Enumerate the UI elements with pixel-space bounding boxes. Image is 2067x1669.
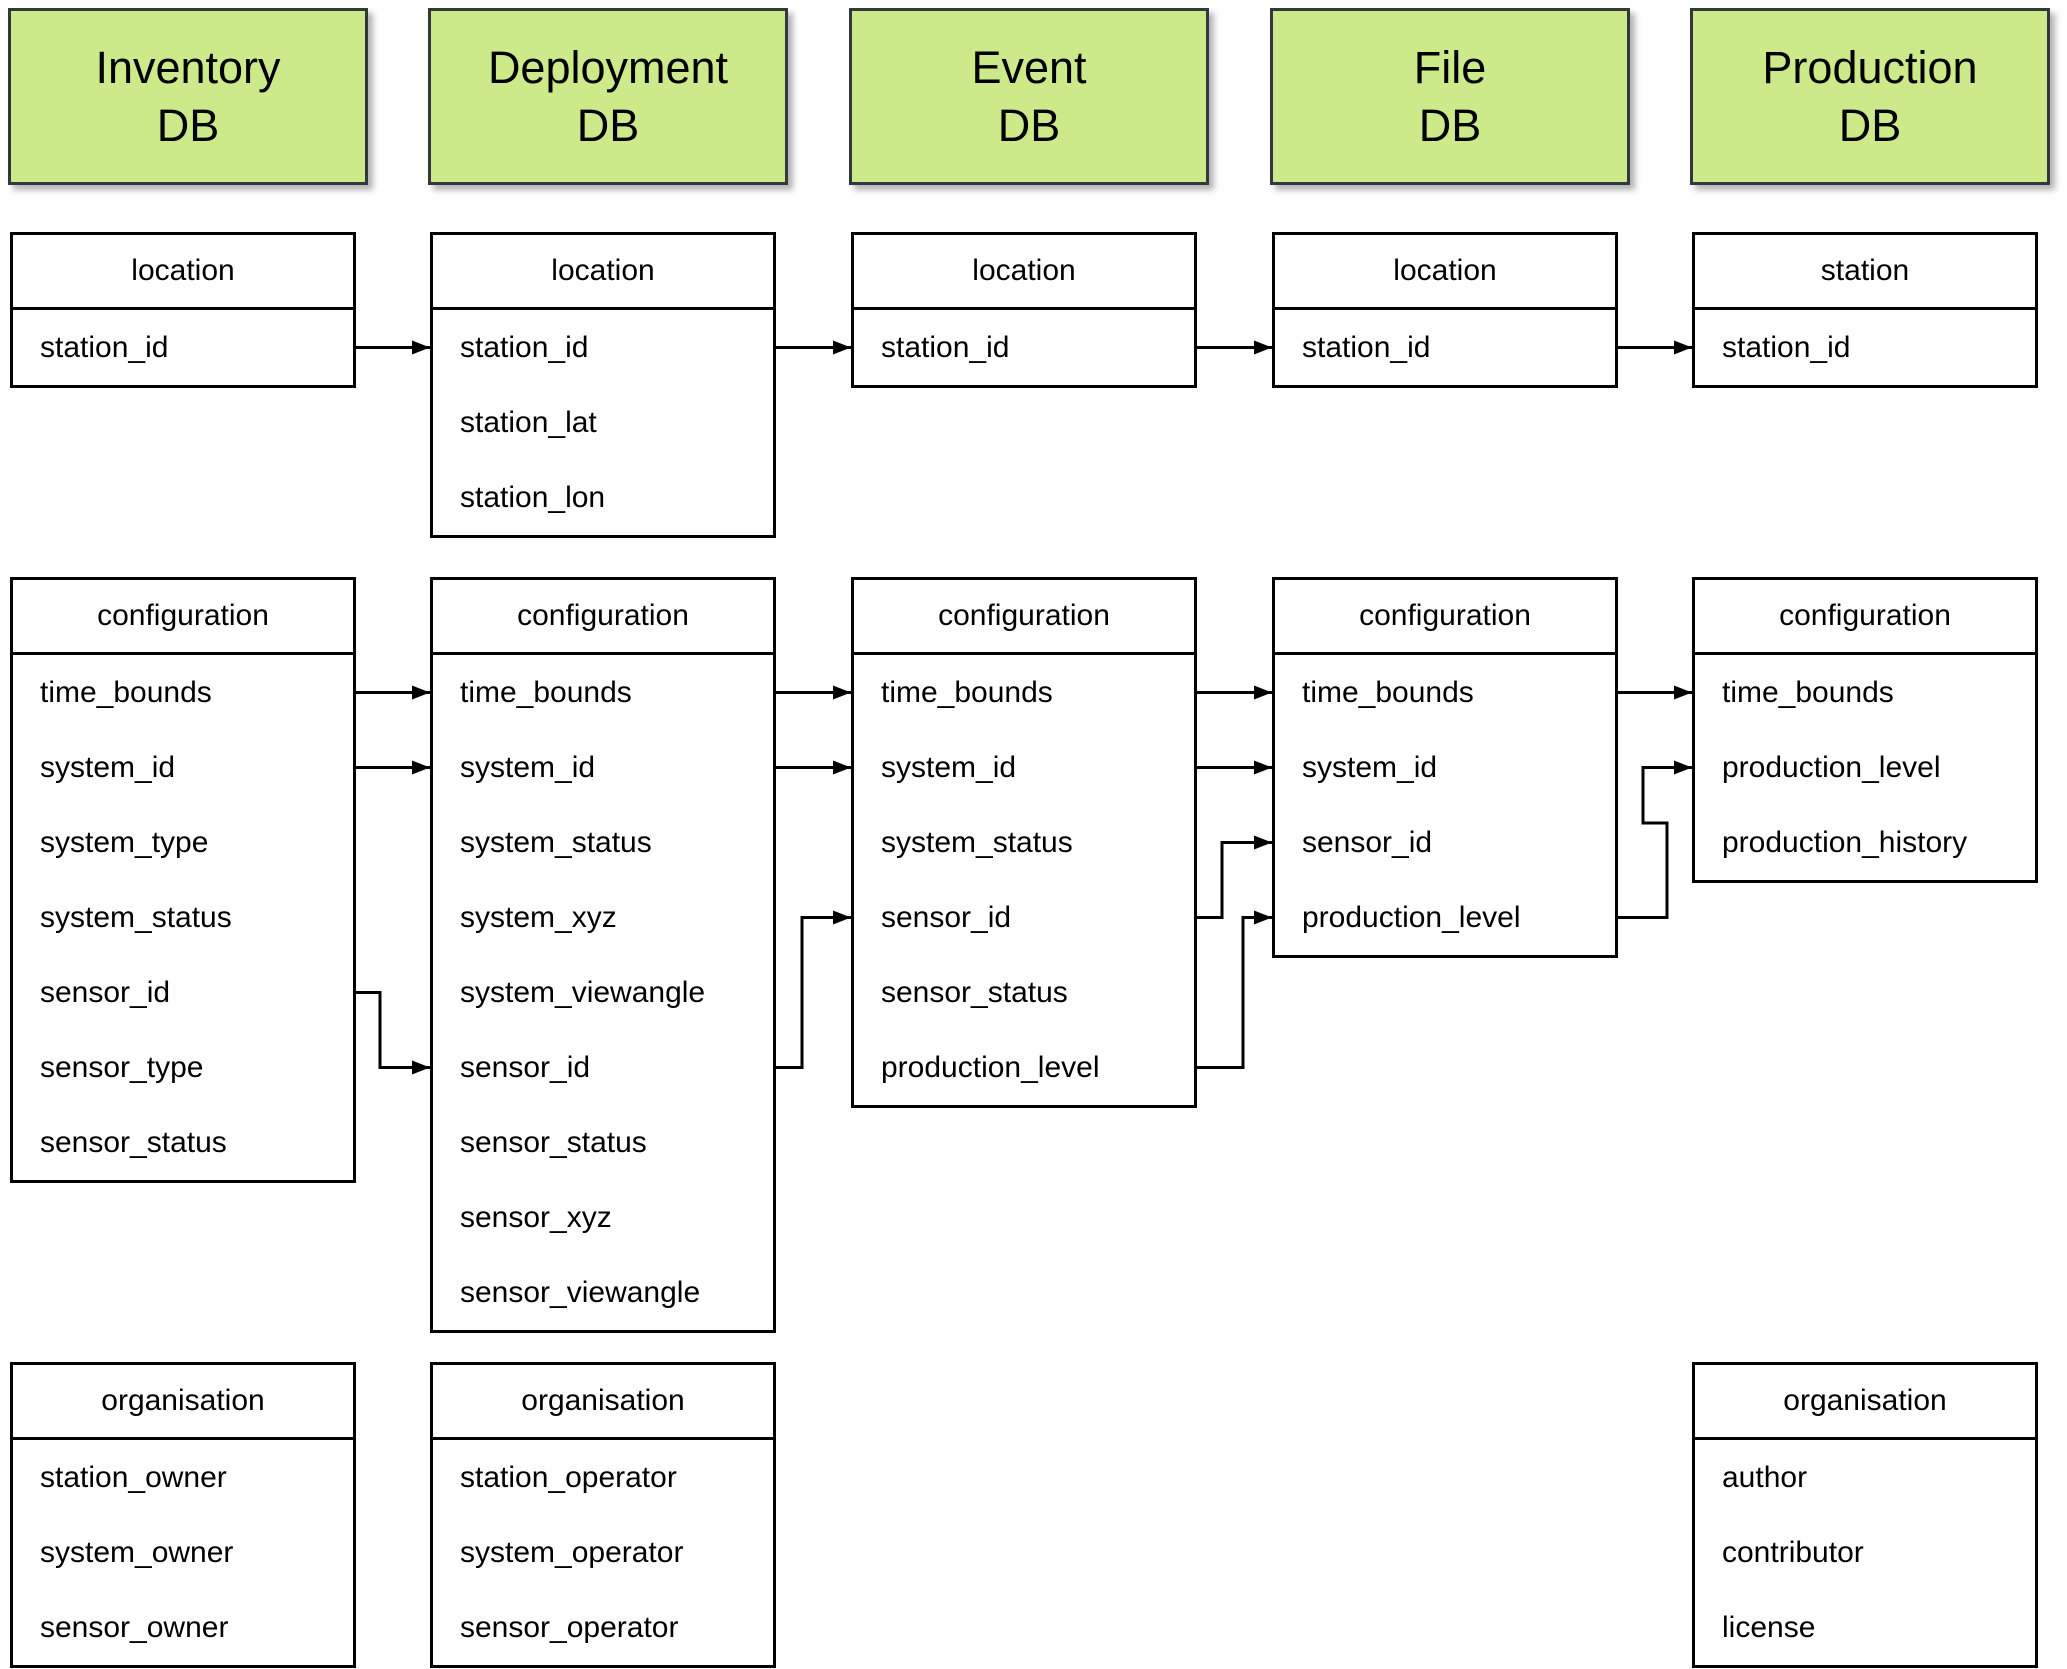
table-deployment-configuration: configuration time_bounds system_id system_… (430, 577, 776, 1333)
db-title-line: Inventory (95, 41, 281, 93)
table-field-system_operator: system_operator (460, 1535, 684, 1569)
db-title-line: Production (1762, 41, 1978, 93)
db-title-line: Event (971, 41, 1087, 93)
table-field-sensor_owner: sensor_owner (40, 1610, 229, 1644)
table-field-system_xyz: system_xyz (460, 900, 617, 934)
table-production-organisation: organisation author contributor license (1692, 1362, 2038, 1668)
table-field-station_lon: station_lon (460, 480, 606, 514)
table-field-sensor_id: sensor_id (881, 900, 1012, 934)
table-field-time_bounds: time_bounds (1722, 675, 1894, 709)
table-field-production_history: production_history (1722, 825, 1968, 859)
table-field-system_id: system_id (1302, 750, 1438, 784)
table-event-location: location station_id (851, 232, 1197, 388)
table-production-station: station station_id (1692, 232, 2038, 388)
table-field-station_id: station_id (40, 330, 169, 364)
connector-inventory-configuration-sensor_id-to-deployment-configuration-sensor_id (356, 991, 430, 1075)
table-field-license: license (1722, 1610, 1816, 1644)
db-box-production: Production DB (1690, 8, 2050, 185)
table-title-organisation: organisation (433, 1365, 773, 1440)
db-title-line: DB (1838, 99, 1902, 151)
table-field-sensor_xyz: sensor_xyz (460, 1200, 612, 1234)
db-title-line: Deployment (487, 41, 729, 93)
db-title-line: DB (1418, 99, 1482, 151)
table-title-location: location (854, 235, 1194, 310)
table-field-time_bounds: time_bounds (460, 675, 632, 709)
db-box-deployment: Deployment DB (428, 8, 788, 185)
table-field-station_id: station_id (1302, 330, 1431, 364)
table-title-location: location (13, 235, 353, 310)
table-deployment-organisation: organisation station_operator system_opera… (430, 1362, 776, 1668)
table-event-configuration: configuration time_bounds system_id system_… (851, 577, 1197, 1108)
db-box-inventory: Inventory DB (8, 8, 368, 185)
connector-event-configuration-production_level-to-file-configuration-production_level (1197, 910, 1272, 1069)
table-title-configuration: configuration (433, 580, 773, 655)
table-field-sensor_status: sensor_status (881, 975, 1068, 1009)
table-field-sensor_id: sensor_id (1302, 825, 1433, 859)
table-inventory-configuration: configuration time_bounds system_id system_… (10, 577, 356, 1183)
connector-deployment-configuration-sensor_id-to-event-configuration-sensor_id (776, 910, 851, 1069)
table-field-system_status: system_status (881, 825, 1073, 859)
table-production-configuration: configuration time_bounds production_level… (1692, 577, 2038, 883)
table-field-production_level: production_level (881, 1050, 1100, 1084)
table-title-location: location (1275, 235, 1615, 310)
table-field-sensor_status: sensor_status (460, 1125, 647, 1159)
table-field-system_viewangle: system_viewangle (460, 975, 706, 1009)
table-field-sensor_id: sensor_id (40, 975, 171, 1009)
table-field-system_status: system_status (460, 825, 652, 859)
table-deployment-location: location station_id station_lat station_lon (430, 232, 776, 538)
db-title-line: DB (156, 99, 220, 151)
table-title-configuration: configuration (1695, 580, 2035, 655)
table-field-system_type: system_type (40, 825, 209, 859)
db-box-file: File DB (1270, 8, 1630, 185)
table-field-time_bounds: time_bounds (881, 675, 1053, 709)
table-file-configuration: configuration time_bounds system_id sensor_… (1272, 577, 1618, 958)
db-box-event: Event DB (849, 8, 1209, 185)
table-field-station_id: station_id (460, 330, 589, 364)
table-field-sensor_operator: sensor_operator (460, 1610, 679, 1644)
table-inventory-location: location station_id (10, 232, 356, 388)
table-title-configuration: configuration (854, 580, 1194, 655)
db-title-line: DB (576, 99, 640, 151)
table-field-system_id: system_id (40, 750, 176, 784)
table-field-system_id: system_id (881, 750, 1017, 784)
table-field-time_bounds: time_bounds (1302, 675, 1474, 709)
table-field-sensor_status: sensor_status (40, 1125, 227, 1159)
table-field-station_id: station_id (881, 330, 1010, 364)
table-title-organisation: organisation (1695, 1365, 2035, 1440)
table-field-time_bounds: time_bounds (40, 675, 212, 709)
table-field-production_level: production_level (1722, 750, 1941, 784)
table-field-sensor_viewangle: sensor_viewangle (460, 1275, 701, 1309)
table-field-system_id: system_id (460, 750, 596, 784)
connector-event-configuration-sensor_id-to-file-configuration-sensor_id (1197, 835, 1272, 919)
db-title-line: DB (997, 99, 1061, 151)
table-field-author: author (1722, 1460, 1808, 1494)
table-field-system_status: system_status (40, 900, 232, 934)
table-field-sensor_type: sensor_type (40, 1050, 204, 1084)
table-title-configuration: configuration (1275, 580, 1615, 655)
connector-file-configuration-production_level-to-production-configuration-production_level (1618, 760, 1692, 919)
table-field-station_id: station_id (1722, 330, 1851, 364)
table-title-station: station (1695, 235, 2035, 310)
table-field-contributor: contributor (1722, 1535, 1864, 1569)
table-field-production_level: production_level (1302, 900, 1521, 934)
table-file-location: location station_id (1272, 232, 1618, 388)
table-field-station_lat: station_lat (460, 405, 597, 439)
table-title-organisation: organisation (13, 1365, 353, 1440)
table-title-configuration: configuration (13, 580, 353, 655)
table-title-location: location (433, 235, 773, 310)
table-field-station_operator: station_operator (460, 1460, 677, 1494)
table-field-system_owner: system_owner (40, 1535, 234, 1569)
table-field-station_owner: station_owner (40, 1460, 227, 1494)
table-field-sensor_id: sensor_id (460, 1050, 591, 1084)
db-title-line: File (1413, 41, 1487, 93)
